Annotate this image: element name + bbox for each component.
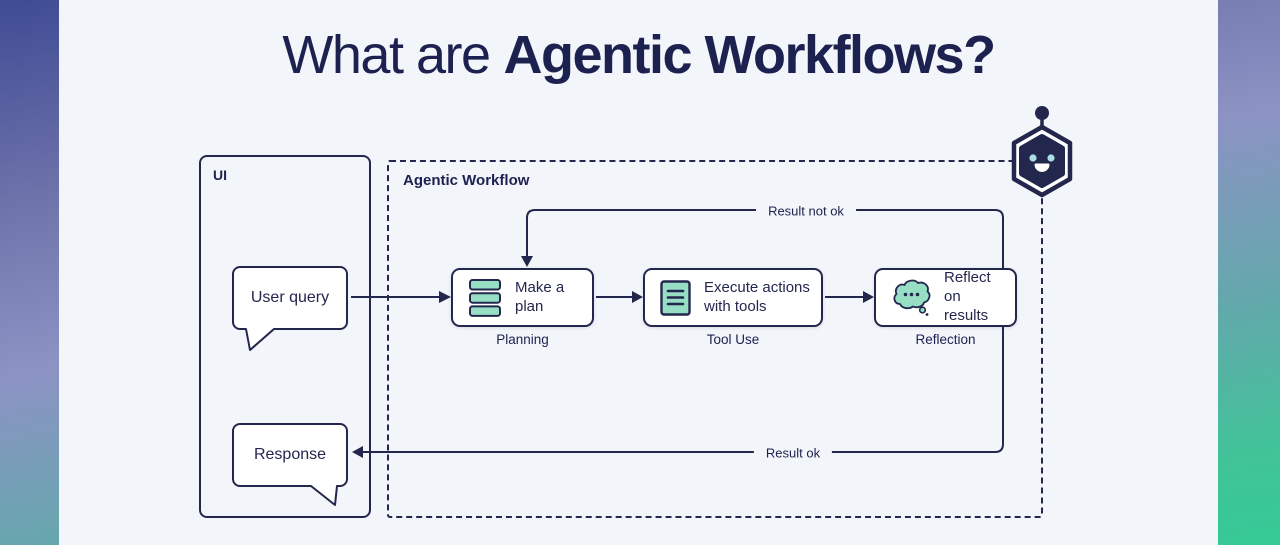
ui-box-label: UI [213, 167, 227, 183]
step-title: Make a plan [515, 278, 565, 315]
speech-bubble-shape-down-right [232, 423, 348, 506]
step-title: Execute actions with tools [704, 278, 810, 315]
step-execute-actions: Execute actions with tools [643, 268, 823, 327]
user-query-text: User query [250, 289, 330, 306]
step-subtitle-reflection: Reflection [915, 332, 976, 347]
agentic-workflow-label: Agentic Workflow [403, 172, 530, 189]
step-title: Reflect on results [944, 269, 991, 324]
step-reflect-on-results: Reflect on results [874, 268, 1017, 327]
response-text: Response [253, 446, 327, 463]
stacked-layers-icon [468, 278, 502, 318]
speech-bubble-shape-down-left [232, 266, 348, 351]
user-query-bubble: User query [231, 266, 349, 354]
response-bubble: Response [231, 423, 349, 511]
step-subtitle-planning: Planning [496, 332, 549, 347]
thought-bubble-icon [891, 277, 931, 319]
loop-back-edge-label: Result not ok [756, 202, 856, 220]
robot-hexagon-mascot-icon [1011, 106, 1073, 198]
success-edge-label: Result ok [753, 444, 833, 462]
step-make-a-plan: Make a plan [451, 268, 594, 327]
title-regular-text: What are [282, 25, 491, 85]
document-list-icon [660, 279, 691, 316]
title-bold-text: Agentic Workflows? [503, 25, 997, 85]
step-subtitle-tool-use: Tool Use [706, 332, 760, 347]
